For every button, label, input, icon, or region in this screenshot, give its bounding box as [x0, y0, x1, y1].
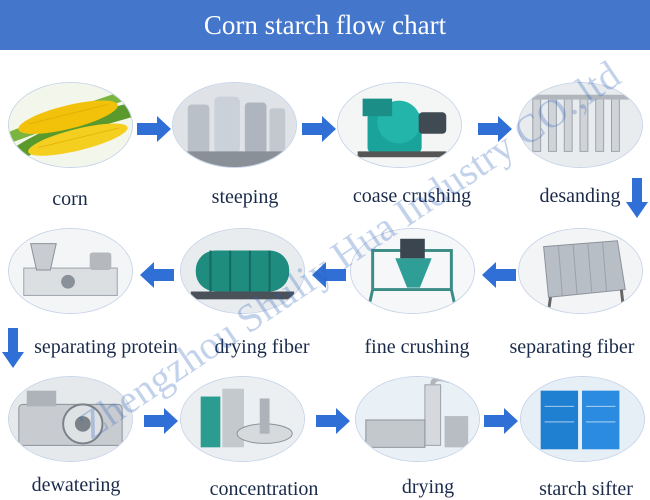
- arrow-right-icon: [137, 116, 171, 142]
- arrow-down-icon: [626, 178, 648, 218]
- drying-fiber-image: [180, 228, 305, 314]
- dewatering-image: [8, 376, 133, 462]
- step-label-desanding: desanding: [539, 185, 621, 207]
- step-label-separating-fiber: separating fiber: [509, 336, 635, 358]
- step-label-concentration: concentration: [209, 478, 319, 500]
- step-label-coase-crushing: coase crushing: [352, 185, 472, 207]
- arrow-down-icon: [2, 328, 24, 368]
- concentration-image: [180, 376, 305, 462]
- header-bar: Corn starch flow chart: [0, 0, 650, 50]
- step-label-steeping: steeping: [211, 186, 279, 208]
- steeping-image: [172, 82, 297, 168]
- starch-sifter-image: [520, 376, 645, 462]
- drying-image: [355, 376, 480, 462]
- step-label-drying: drying: [401, 476, 455, 498]
- arrow-right-icon: [484, 408, 518, 434]
- step-label-dewatering: dewatering: [31, 474, 121, 496]
- step-label-drying-fiber: drying fiber: [214, 336, 310, 358]
- arrow-left-icon: [482, 262, 516, 288]
- arrow-left-icon: [312, 262, 346, 288]
- desanding-image: [518, 82, 643, 168]
- step-label-fine-crushing: fine crushing: [364, 336, 470, 358]
- arrow-right-icon: [144, 408, 178, 434]
- arrow-right-icon: [478, 116, 512, 142]
- fine-crushing-image: [350, 228, 475, 314]
- separating-protein-image: [8, 228, 133, 314]
- corn-image: [8, 82, 133, 168]
- step-label-separating-protein: separating protein: [34, 336, 178, 358]
- step-label-starch-sifter: starch sifter: [539, 478, 633, 500]
- arrow-left-icon: [140, 262, 174, 288]
- arrow-right-icon: [316, 408, 350, 434]
- page-title: Corn starch flow chart: [203, 9, 447, 40]
- arrow-right-icon: [302, 116, 336, 142]
- coase-crushing-image: [337, 82, 462, 168]
- separating-fiber-image: [518, 228, 643, 314]
- step-label-corn: corn: [52, 188, 88, 210]
